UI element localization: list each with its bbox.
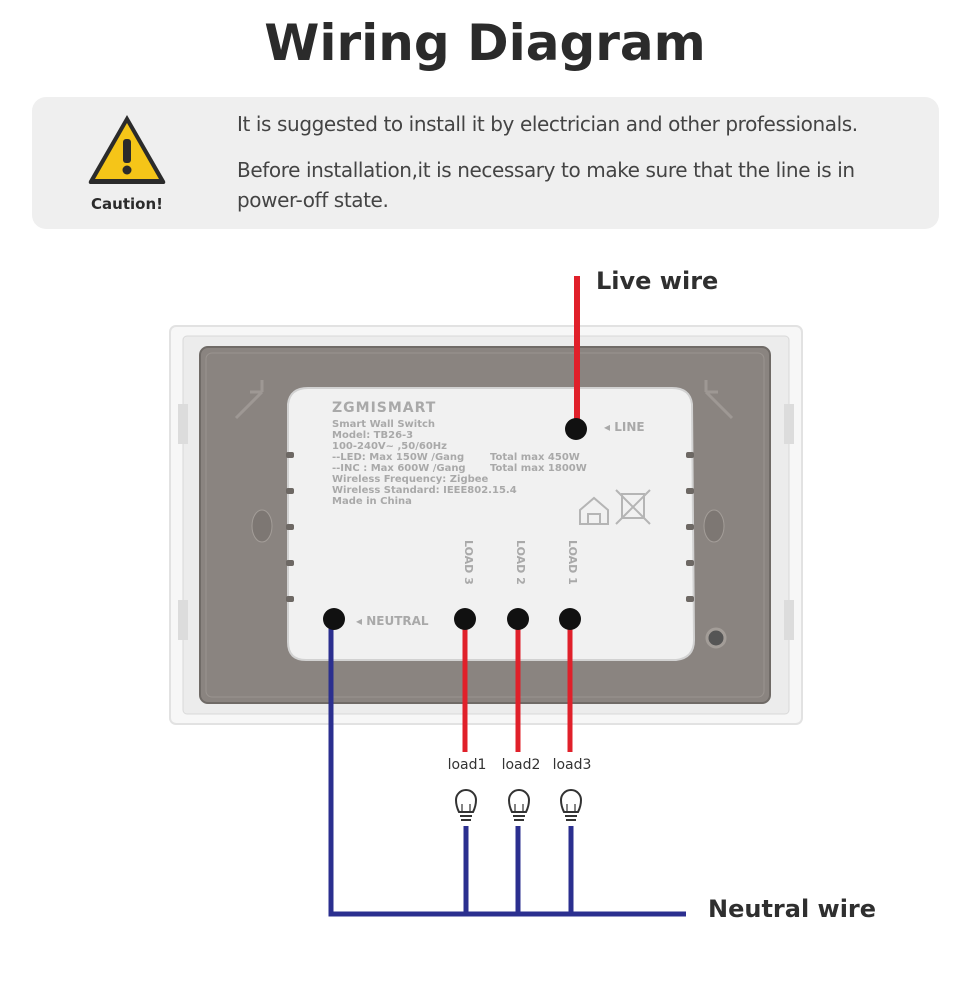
load2-terminal [507,608,529,630]
neutral-terminal [323,608,345,630]
warning-icon [88,115,166,184]
caution-label: Caution! [91,195,163,213]
terminal-label-load1: LOAD 1 [566,540,579,585]
page-title: Wiring Diagram [264,14,706,72]
caution-panel: Caution! It is suggested to install it b… [32,97,939,229]
device-inc-total: Total max 1800W [490,463,587,474]
bulb-icon [454,789,478,821]
terminal-label-line-text: LINE [614,420,645,434]
neutral-wire-label: Neutral wire [708,895,877,923]
home-icon [579,496,609,525]
device-standard: Wireless Standard: IEEE802.15.4 [332,485,517,496]
load3-terminal [454,608,476,630]
bulb-icon [507,789,531,821]
device-inc: --INC : Max 600W /Gang [332,463,466,474]
load1-terminal [559,608,581,630]
device-label: ZGMISMART Smart Wall Switch Model: TB26-… [332,400,652,507]
device-led-total: Total max 450W [490,452,580,463]
device-origin: Made in China [332,496,412,507]
line-terminal [565,418,587,440]
caution-text-2: Before installation,it is necessary to m… [237,158,855,212]
device-name: Smart Wall Switch [332,419,436,430]
terminal-label-load2: LOAD 2 [514,540,527,585]
bulb-icon [559,789,583,821]
device-frequency: Wireless Frequency: Zigbee [332,474,489,485]
terminal-label-line: ◂ LINE [604,420,645,434]
load-label-1: load1 [447,757,487,773]
device-model: Model: TB26-3 [332,430,414,441]
switch-module [287,387,696,661]
device-brand: ZGMISMART [332,400,437,416]
terminal-label-neutral: ◂ NEUTRAL [356,614,429,628]
device-led: --LED: Max 150W /Gang [332,452,465,463]
neutral-wire [328,620,686,917]
live-wire-label: Live wire [596,267,719,295]
load-label-2: load2 [501,757,541,773]
terminal-label-neutral-text: NEUTRAL [366,614,429,628]
terminal-label-load3: LOAD 3 [462,540,475,585]
device-voltage: 100-240V~ ,50/60Hz [332,441,447,452]
caution-text-1: It is suggested to install it by electri… [237,112,858,136]
load-label-3: load3 [552,757,592,773]
weee-bin-icon [615,489,651,525]
